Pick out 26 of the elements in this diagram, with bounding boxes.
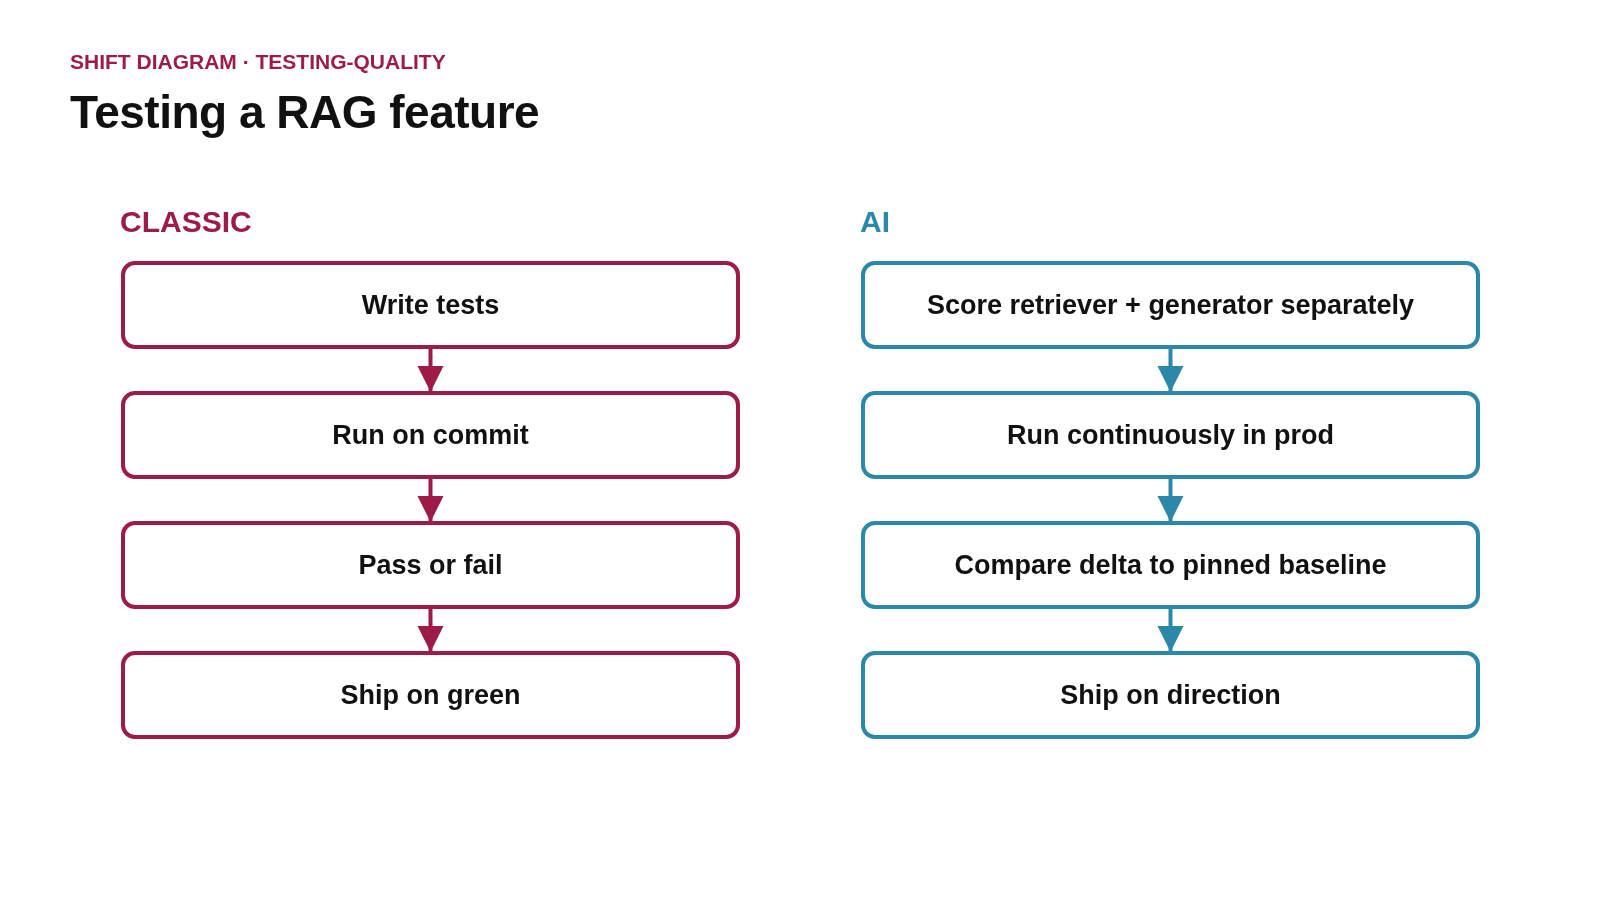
step-label: Ship on direction [1060,678,1281,712]
process-box [121,651,740,739]
process-box [861,391,1480,479]
step-label: Compare delta to pinned baseline [954,548,1387,582]
process-box [861,651,1480,739]
arrow [1157,609,1184,652]
process-box [121,391,740,479]
arrow [417,479,444,522]
column-heading: AI [860,205,890,240]
process-box [861,521,1480,609]
process-box [121,261,740,349]
arrow [417,349,444,392]
step-label: Run on commit [332,418,529,452]
kicker-label: SHIFT DIAGRAM · TESTING-QUALITY [70,50,446,75]
column-heading: CLASSIC [120,205,252,240]
arrow [417,609,444,652]
process-box [121,521,740,609]
step-label: Run continuously in prod [1007,418,1334,452]
step-label: Write tests [361,288,500,322]
arrow [1157,479,1184,522]
diagram-title: Testing a RAG feature [70,86,540,139]
arrow [1157,349,1184,392]
process-box [861,261,1480,349]
step-label: Score retriever + generator separately [927,288,1414,322]
step-label: Ship on green [340,678,521,712]
step-label: Pass or fail [358,548,503,582]
